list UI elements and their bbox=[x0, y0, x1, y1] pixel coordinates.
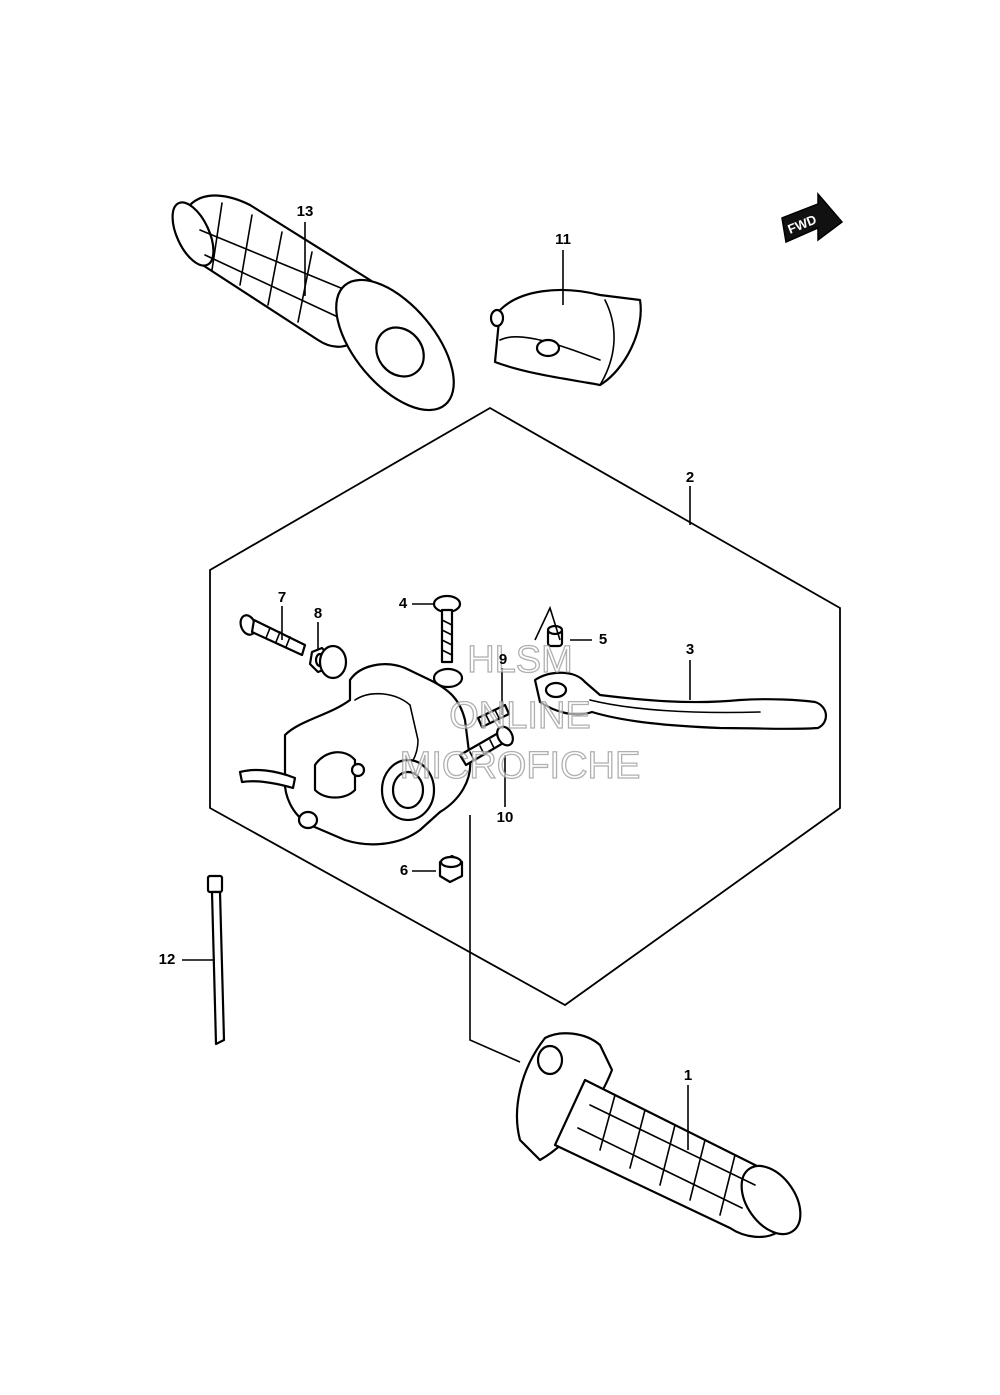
assembly-frame bbox=[209, 406, 841, 1007]
callout-1: 1 bbox=[683, 1067, 693, 1084]
lever-holder-body bbox=[238, 644, 472, 846]
callout-12: 12 bbox=[158, 951, 176, 968]
callout-3: 3 bbox=[685, 641, 695, 658]
part-4-screw bbox=[432, 594, 462, 664]
part-9-washer bbox=[432, 667, 464, 689]
callout-13: 13 bbox=[296, 203, 314, 220]
callout-5: 5 bbox=[598, 631, 608, 648]
callout-4: 4 bbox=[398, 595, 408, 612]
callout-9: 9 bbox=[498, 651, 508, 668]
leader-lines bbox=[182, 222, 691, 1150]
part-6-nut bbox=[438, 854, 464, 884]
part-1-grip bbox=[515, 1032, 802, 1238]
callout-2: 2 bbox=[685, 469, 695, 486]
watermark-line-1: HLSM bbox=[467, 639, 574, 681]
callout-7: 7 bbox=[277, 589, 287, 606]
watermark-line-2: ONLINE bbox=[449, 695, 592, 737]
callout-10: 10 bbox=[496, 809, 514, 826]
part-12-cable-tie bbox=[206, 874, 226, 1046]
callout-6: 6 bbox=[399, 862, 409, 879]
part-7-bolt bbox=[239, 614, 307, 657]
callout-11: 11 bbox=[555, 231, 571, 248]
part-5-collar bbox=[546, 624, 564, 648]
lever-pivot-pointer bbox=[534, 605, 561, 641]
grip-link-line bbox=[469, 815, 521, 1063]
callout-8: 8 bbox=[313, 605, 323, 622]
part-3-lever bbox=[533, 671, 827, 730]
part-11-cover bbox=[489, 288, 642, 387]
watermark-line-3: MICROFICHE bbox=[399, 745, 641, 787]
forward-arrow-icon: FWD bbox=[781, 191, 844, 244]
part-10-bolt bbox=[458, 725, 514, 767]
part-13-grip bbox=[171, 194, 455, 412]
